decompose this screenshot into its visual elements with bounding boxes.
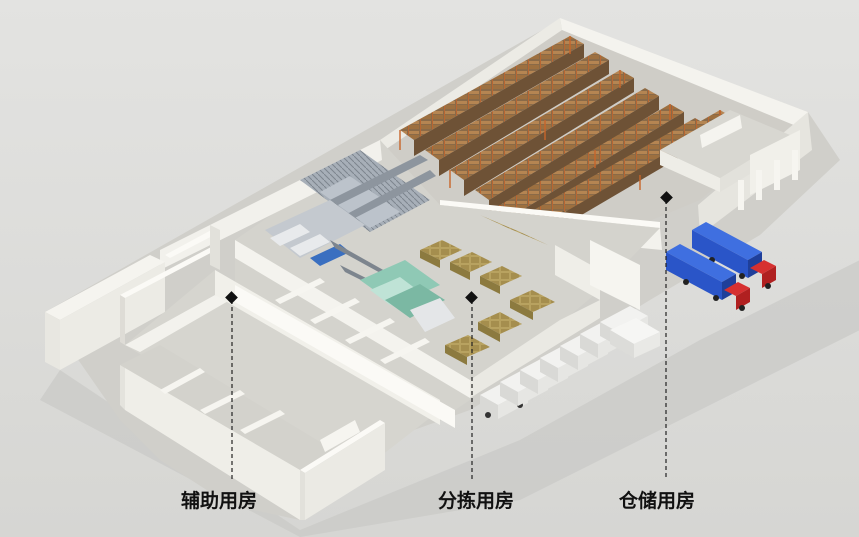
storage-front-wall-top	[440, 200, 660, 228]
truck	[666, 244, 750, 311]
label-sorting-rooms: 分拣用房	[438, 490, 515, 512]
container-trucks	[666, 222, 776, 311]
marker-auxiliary	[225, 291, 238, 304]
dock-columns	[738, 150, 798, 210]
label-storage-rooms: 仓储用房	[619, 490, 696, 512]
sorting-partitions	[235, 240, 640, 398]
truck	[692, 222, 776, 289]
auxiliary-rooms	[45, 225, 455, 520]
label-auxiliary-rooms: 辅助用房	[181, 490, 258, 512]
callout-markers	[225, 191, 673, 480]
storage-back-wall-right	[560, 18, 808, 130]
marker-sorting	[465, 291, 478, 304]
building-shadow	[40, 260, 859, 537]
sorting-machine	[360, 260, 455, 332]
delivery-vans	[480, 306, 660, 419]
rack-rows	[400, 36, 730, 240]
goods-pallets	[420, 215, 555, 365]
van	[610, 318, 660, 358]
